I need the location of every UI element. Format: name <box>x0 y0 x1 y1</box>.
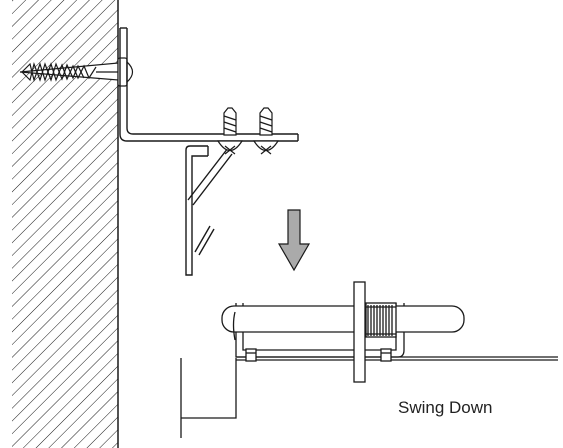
swing-rod-assembly <box>180 281 558 438</box>
down-arrow-icon <box>277 209 311 272</box>
swing-arm <box>185 145 233 276</box>
wall-bracket <box>119 27 299 142</box>
self-tapping-screw-icon <box>216 107 280 155</box>
caption-swing-down: Swing Down <box>398 398 493 417</box>
base-screw-icon <box>245 348 392 362</box>
spring-icon <box>365 302 397 338</box>
